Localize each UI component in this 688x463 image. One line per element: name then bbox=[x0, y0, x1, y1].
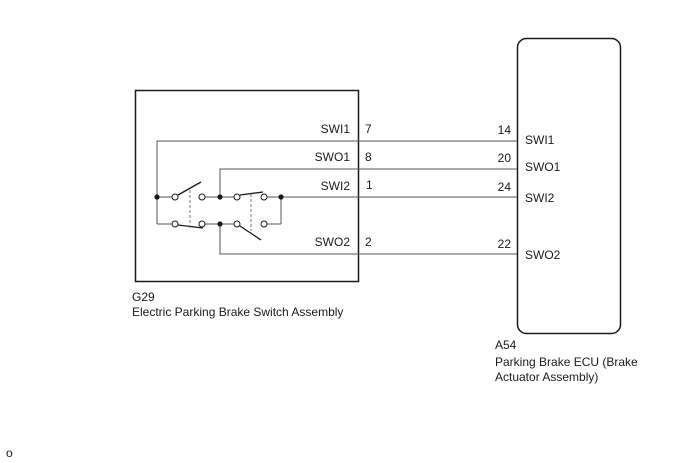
wire-swo1 bbox=[219, 168, 517, 197]
switch-signal-label: SWO2 bbox=[315, 235, 351, 249]
ecu-name-line1: Parking Brake ECU (Brake bbox=[495, 355, 638, 369]
junction-dot bbox=[217, 194, 223, 200]
switch-pin-number: 1 bbox=[366, 178, 373, 192]
switch-signal-label: SWI2 bbox=[321, 179, 351, 193]
switch1-upper-blade bbox=[177, 181, 202, 196]
ecu-box bbox=[516, 37, 622, 335]
junction-dot bbox=[154, 194, 160, 200]
ecu-name-line2: Actuator Assembly) bbox=[495, 370, 599, 384]
contact bbox=[260, 193, 268, 201]
contact bbox=[233, 220, 241, 228]
footer-mark: o bbox=[6, 446, 13, 460]
switch2-lower-blade bbox=[239, 225, 262, 241]
ecu-pin-number: 14 bbox=[498, 123, 512, 137]
junction-dot bbox=[217, 221, 223, 227]
switch-pin-number: 7 bbox=[365, 122, 372, 136]
ecu-signal-label: SWO1 bbox=[525, 160, 561, 174]
ecu-signal-label: SWO2 bbox=[525, 248, 561, 262]
ecu-pin-number: 20 bbox=[498, 151, 512, 165]
junction-dot bbox=[278, 194, 284, 200]
switch-signal-label: SWI1 bbox=[321, 122, 351, 136]
switch-assembly-name: Electric Parking Brake Switch Assembly bbox=[132, 305, 344, 319]
switch-signal-label: SWO1 bbox=[315, 150, 351, 164]
contact bbox=[198, 193, 206, 201]
ecu-pin-number: 22 bbox=[498, 237, 512, 251]
switch-pin-number: 2 bbox=[365, 235, 372, 249]
switch-pin-number: 8 bbox=[365, 150, 372, 164]
wire-swo2 bbox=[219, 224, 517, 255]
contact bbox=[260, 220, 268, 228]
contact bbox=[171, 193, 179, 201]
contact bbox=[198, 220, 206, 228]
switch-assembly-box bbox=[134, 89, 360, 283]
switch-circuit bbox=[156, 196, 282, 225]
ecu-code: A54 bbox=[495, 338, 517, 352]
contact bbox=[171, 220, 179, 228]
ecu-signal-label: SWI1 bbox=[525, 133, 555, 147]
contact bbox=[233, 193, 241, 201]
ecu-pin-number: 24 bbox=[498, 180, 512, 194]
switch2-upper-blade bbox=[239, 191, 264, 196]
wire-swi1 bbox=[156, 140, 517, 197]
switch-assembly-code: G29 bbox=[132, 290, 155, 304]
ecu-signal-label: SWI2 bbox=[525, 191, 555, 205]
